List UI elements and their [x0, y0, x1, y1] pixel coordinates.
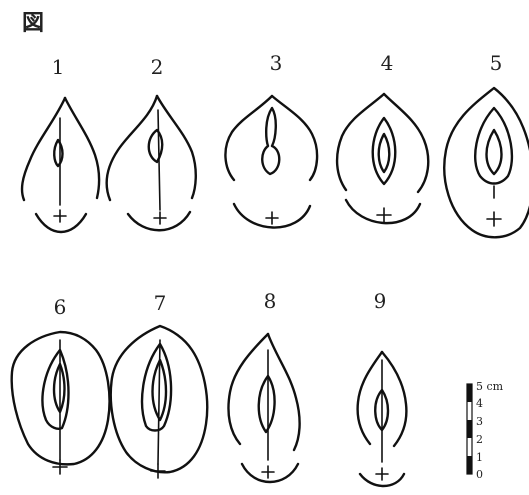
scale-tick-2: 2: [476, 433, 483, 446]
figure-6-label: 6: [54, 295, 67, 319]
figure-header: 図: [22, 11, 44, 36]
figure-7-label: 7: [154, 291, 167, 315]
scale-tick-4: 4: [476, 397, 483, 410]
figure-2: 2: [107, 55, 196, 230]
figure-3-label: 3: [270, 51, 283, 75]
figure-3: 3: [225, 51, 317, 228]
figure-4-label: 4: [381, 51, 394, 75]
figure-5: 5: [444, 51, 529, 237]
figure-2-label: 2: [151, 55, 164, 79]
figure-1-label: 1: [52, 55, 65, 79]
figure-9: 9: [358, 289, 407, 486]
scale-tick-1: 1: [476, 451, 483, 464]
figure-6: 6: [12, 295, 110, 474]
figure-9-label: 9: [374, 289, 387, 313]
scale-tick-0: 0: [476, 468, 483, 481]
scale-bar: 5 cm 4 3 2 1 0: [467, 380, 504, 481]
figure-1: 1: [22, 55, 99, 232]
scale-tick-3: 3: [476, 415, 483, 428]
scale-label-top: 5 cm: [476, 380, 504, 393]
figure-7: 7: [111, 291, 207, 478]
figure-5-label: 5: [490, 51, 503, 75]
figure-8: 8: [228, 289, 299, 482]
figure-8-label: 8: [264, 289, 277, 313]
figure-4: 4: [337, 51, 428, 223]
